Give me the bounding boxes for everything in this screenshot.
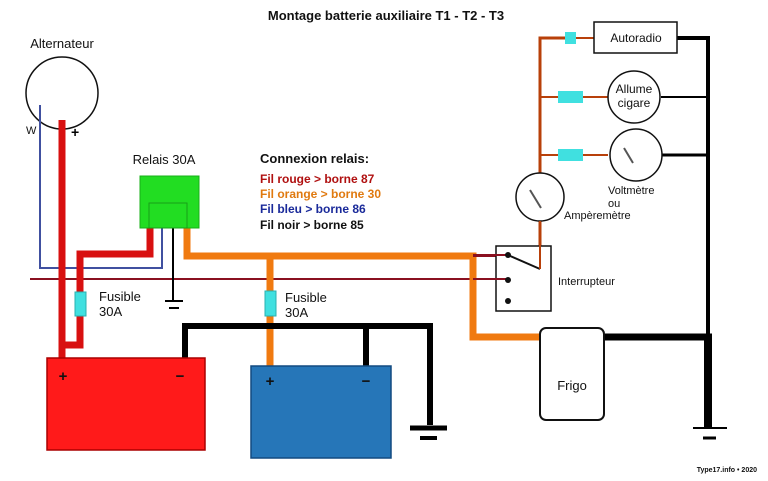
frigo-label: Frigo [557, 378, 587, 393]
allume-cigare-circle [607, 70, 661, 124]
terminal-plus-label: + [71, 124, 79, 140]
fuse-allume-icon [558, 91, 583, 103]
autoradio-label: Autoradio [610, 31, 662, 45]
fuse-main-label-2: 30A [99, 304, 122, 319]
amperemetre-needle-icon [529, 189, 542, 209]
voltmetre-label-1: Voltmètre [608, 185, 654, 197]
allume-label-1: Allume [616, 82, 653, 96]
switch-label: Interrupteur [558, 276, 615, 288]
main-battery [46, 357, 206, 451]
fuse-main-label-1: Fusible [99, 289, 141, 304]
aux-battery-plus: + [266, 373, 275, 390]
alternator-circle [25, 56, 99, 130]
legend-heading: Connexion relais: [260, 151, 369, 166]
relay-inner [148, 202, 188, 229]
fuse-aux-label-2: 30A [285, 305, 308, 320]
amperemetre-gauge [515, 172, 565, 222]
voltmetre-label-2: ou [608, 198, 620, 210]
fuse-aux-label-1: Fusible [285, 290, 327, 305]
allume-label-2: cigare [618, 96, 651, 110]
switch-contact-2 [505, 277, 511, 283]
relay-box [139, 175, 200, 229]
fuse-aux-icon [264, 290, 277, 317]
credit-label: Type17.info • 2020 [697, 467, 757, 474]
alternator-label: Alternateur [30, 36, 94, 51]
aux-battery [250, 365, 392, 459]
orange-wire-main [183, 228, 540, 341]
fuse-main-icon [74, 291, 87, 317]
amperemetre-label: Ampèremètre [564, 210, 631, 222]
terminal-w-label: W [26, 125, 37, 137]
ground-bus [677, 36, 710, 425]
voltmetre-needle-icon [623, 147, 634, 164]
switch-contact-3 [505, 298, 511, 304]
switch-lever-icon [507, 254, 541, 270]
legend-item-orange: Fil orange > borne 30 [260, 187, 381, 201]
black-wire-ground [182, 323, 433, 425]
relay-label: Relais 30A [133, 152, 196, 167]
autoradio-box [593, 21, 678, 54]
legend-item-red: Fil rouge > borne 87 [260, 172, 375, 186]
legend-item-blue: Fil bleu > borne 86 [260, 202, 366, 216]
diagram-title: Montage batterie auxiliaire T1 - T2 - T3 [268, 8, 504, 23]
voltmetre-gauge [609, 128, 663, 182]
legend-item-black: Fil noir > borne 85 [260, 218, 364, 232]
fuse-autoradio-icon [565, 32, 576, 44]
aux-battery-minus: − [362, 373, 371, 390]
frigo-box [539, 327, 605, 421]
main-battery-minus: − [176, 368, 185, 385]
fuse-voltmetre-icon [558, 149, 583, 161]
red-wire-relay [62, 228, 154, 349]
main-battery-plus: + [59, 368, 68, 385]
